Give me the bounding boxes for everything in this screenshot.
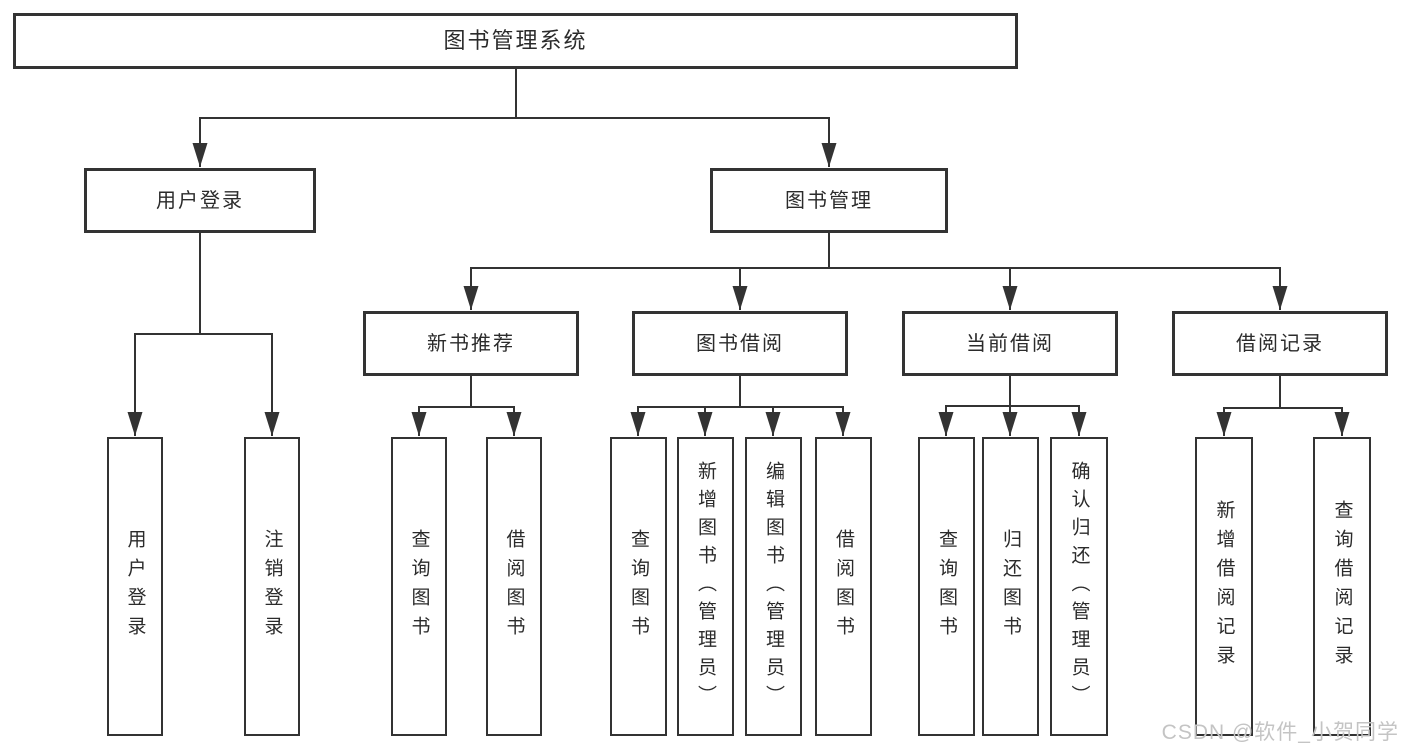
watermark: CSDN @软件_小贺同学 — [1161, 721, 1399, 744]
leaf-add-borrow-record: 新增借阅记录 — [1195, 437, 1253, 736]
leaf-confirm-return-admin: 确认归还（管理员） — [1050, 437, 1108, 736]
leaf-query-borrow-record: 查询借阅记录 — [1313, 437, 1371, 736]
leaf-return-books: 归还图书 — [982, 437, 1039, 736]
node-borrow-records: 借阅记录 — [1172, 311, 1388, 376]
node-book-management: 图书管理 — [710, 168, 948, 233]
node-new-book-recommend: 新书推荐 — [363, 311, 579, 376]
node-current-borrow: 当前借阅 — [902, 311, 1118, 376]
leaf-add-books-admin: 新增图书（管理员） — [677, 437, 734, 736]
node-book-borrow: 图书借阅 — [632, 311, 848, 376]
node-user-login: 用户登录 — [84, 168, 316, 233]
leaf-borrow-books: 借阅图书 — [815, 437, 872, 736]
node-library-system: 图书管理系统 — [13, 13, 1018, 69]
leaf-edit-books-admin: 编辑图书（管理员） — [745, 437, 802, 736]
leaf-borrow-books-recommend: 借阅图书 — [486, 437, 542, 736]
leaf-query-books-borrow: 查询图书 — [610, 437, 667, 736]
leaf-logout: 注销登录 — [244, 437, 300, 736]
leaf-query-books-current: 查询图书 — [918, 437, 975, 736]
leaf-query-books-recommend: 查询图书 — [391, 437, 447, 736]
leaf-user-login: 用户登录 — [107, 437, 163, 736]
